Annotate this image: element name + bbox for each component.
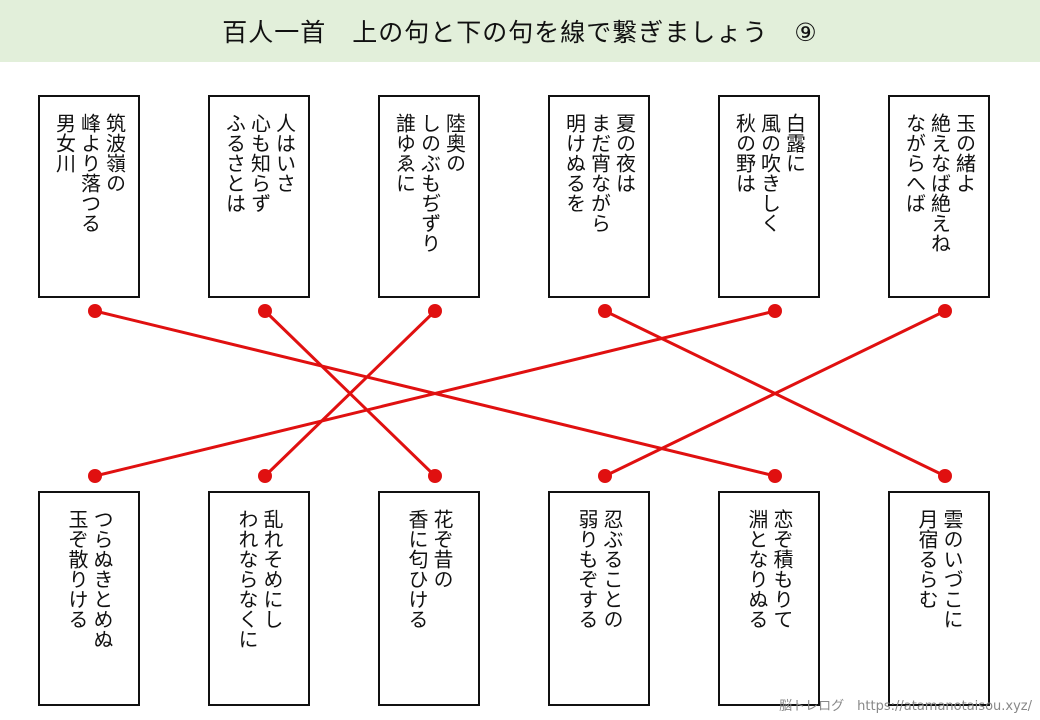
verse-line: 花ぞ昔の [430, 509, 454, 589]
upper-verse-card[interactable]: 白露に風の吹きしく秋の野は [718, 95, 820, 298]
verse-line: 風の吹きしく [757, 113, 782, 233]
card-text: 白露に風の吹きしく秋の野は [732, 113, 807, 296]
upper-verse-card[interactable]: 人はいさ心も知らずふるさとは [208, 95, 310, 298]
connection-dot[interactable] [428, 469, 442, 483]
verse-line: 雲のいづこに [940, 509, 964, 629]
verse-line: 秋の野は [732, 113, 757, 193]
connection-dot[interactable] [258, 304, 272, 318]
verse-line: 玉ぞ散りける [65, 509, 89, 629]
verse-line: まだ宵ながら [587, 113, 612, 233]
upper-verse-card[interactable]: 夏の夜はまだ宵ながら明けぬるを [548, 95, 650, 298]
verse-line: 玉の緒よ [952, 113, 977, 193]
card-text: 陸奥のしのぶもぢずり誰ゆゑに [392, 113, 467, 296]
verse-line: ながらへば [902, 113, 927, 213]
verse-line: 白露に [782, 113, 807, 173]
connection-line [94, 309, 776, 478]
card-text: 筑波嶺の峰より落つる男女川 [52, 113, 127, 296]
connection-dot[interactable] [598, 304, 612, 318]
connection-dot[interactable] [598, 469, 612, 483]
lower-verse-card[interactable]: 恋ぞ積もりて淵となりぬる [718, 491, 820, 706]
card-text: 恋ぞ積もりて淵となりぬる [744, 509, 794, 704]
connection-dot[interactable] [938, 304, 952, 318]
card-text: 雲のいづこに月宿るらむ [914, 509, 964, 704]
lower-verse-card[interactable]: 花ぞ昔の香に匂ひける [378, 491, 480, 706]
verse-line: しのぶもぢずり [417, 113, 442, 253]
verse-line: 陸奥の [442, 113, 467, 173]
lower-verse-card[interactable]: 乱れそめにしわれならなくに [208, 491, 310, 706]
page-title: 百人一首 上の句と下の句を線で繋ぎましょう ⑨ [0, 0, 1040, 62]
upper-verse-card[interactable]: 陸奥のしのぶもぢずり誰ゆゑに [378, 95, 480, 298]
verse-line: 明けぬるを [562, 113, 587, 213]
card-text: 人はいさ心も知らずふるさとは [222, 113, 297, 296]
verse-line: 忍ぶることの [600, 509, 624, 629]
verse-line: ふるさとは [222, 113, 247, 213]
verse-line: 月宿るらむ [915, 509, 939, 609]
connection-dot[interactable] [768, 469, 782, 483]
verse-line: 男女川 [52, 113, 77, 173]
verse-line: 絶えなば絶えね [927, 113, 952, 253]
connection-dot[interactable] [88, 469, 102, 483]
verse-line: 筑波嶺の [102, 113, 127, 193]
upper-verse-card[interactable]: 玉の緒よ絶えなば絶えねながらへば [888, 95, 990, 298]
card-text: 乱れそめにしわれならなくに [234, 509, 284, 704]
footer-credit: 脳トレログ https://atamanotaisou.xyz/ [779, 699, 1032, 714]
connection-dot[interactable] [938, 469, 952, 483]
verse-line: 夏の夜は [612, 113, 637, 193]
card-text: つらぬきとめぬ玉ぞ散りける [64, 509, 114, 704]
lower-verse-card[interactable]: つらぬきとめぬ玉ぞ散りける [38, 491, 140, 706]
verse-line: 峰より落つる [77, 113, 102, 233]
lower-verse-card[interactable]: 忍ぶることの弱りもぞする [548, 491, 650, 706]
connection-line [263, 309, 437, 478]
verse-line: 香に匂ひける [405, 509, 429, 629]
upper-verse-card[interactable]: 筑波嶺の峰より落つる男女川 [38, 95, 140, 298]
card-text: 夏の夜はまだ宵ながら明けぬるを [562, 113, 637, 296]
lower-verse-card[interactable]: 雲のいづこに月宿るらむ [888, 491, 990, 706]
connection-line [604, 309, 946, 478]
card-text: 玉の緒よ絶えなば絶えねながらへば [902, 113, 977, 296]
connection-dot[interactable] [428, 304, 442, 318]
connection-dot[interactable] [258, 469, 272, 483]
verse-line: 人はいさ [272, 113, 297, 193]
connection-dot[interactable] [88, 304, 102, 318]
verse-line: 乱れそめにし [260, 509, 284, 629]
verse-line: 弱りもぞする [575, 509, 599, 629]
connection-dot[interactable] [768, 304, 782, 318]
card-text: 花ぞ昔の香に匂ひける [404, 509, 454, 704]
verse-line: つらぬきとめぬ [90, 509, 114, 649]
card-text: 忍ぶることの弱りもぞする [574, 509, 624, 704]
verse-line: 恋ぞ積もりて [770, 509, 794, 629]
verse-line: 心も知らず [247, 113, 272, 213]
verse-line: われならなくに [235, 509, 259, 649]
verse-line: 誰ゆゑに [392, 113, 417, 193]
verse-line: 淵となりぬる [745, 509, 769, 629]
